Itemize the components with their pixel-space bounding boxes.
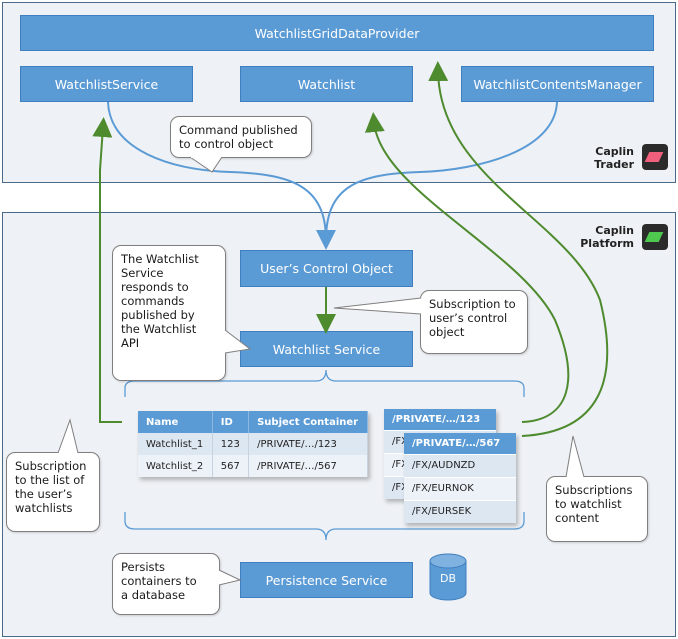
green-line-lists xyxy=(92,117,122,423)
table-row: Watchlist_1 123 /PRIVATE/…/123 xyxy=(138,433,368,455)
watchlist-label: Watchlist xyxy=(297,76,356,92)
container-back-header: /PRIVATE/…/123 xyxy=(384,409,496,430)
top-brace xyxy=(124,369,525,397)
col-id-header: ID xyxy=(212,411,250,433)
callout-text: Subscription to user’s control object xyxy=(429,297,516,339)
list-item: /FX/AUDNZD xyxy=(404,454,516,477)
callout-text: Subscriptions to watchlist content xyxy=(555,483,633,525)
users-control-object-box: User’s Control Object xyxy=(240,250,413,287)
green-line-content-2 xyxy=(428,61,609,437)
callout-text: Persists containers to a database xyxy=(121,560,197,602)
contents-manager-label: WatchlistContentsManager xyxy=(473,76,642,92)
cell: Watchlist_2 xyxy=(138,455,213,477)
callout-text: Command published to control object xyxy=(179,123,298,151)
cell: /PRIVATE/…/123 xyxy=(248,433,368,455)
green-line-content-1 xyxy=(364,112,570,423)
table-row: Watchlist_2 567 /PRIVATE/…/567 xyxy=(138,455,368,477)
callout-watchlist-service-desc: The Watchlist Service responds to comman… xyxy=(112,245,226,381)
persistence-service-box: Persistence Service xyxy=(240,562,413,598)
persistence-service-label: Persistence Service xyxy=(265,572,388,588)
callout-text: Subscription to the list of the user’s w… xyxy=(15,459,87,515)
caplin-trader-label: Caplin Trader xyxy=(594,145,634,171)
callout-command-published: Command published to control object xyxy=(170,116,312,158)
callout-subscription-lists: Subscription to the list of the user’s w… xyxy=(6,452,100,532)
service-label: WatchlistService xyxy=(54,76,159,92)
list-item: /FX/EURNOK xyxy=(404,477,516,500)
col-subject-header: Subject Container xyxy=(248,411,368,433)
database-label: DB xyxy=(439,572,457,585)
container-front-header: /PRIVATE/…/567 xyxy=(404,433,516,454)
blue-line-service xyxy=(107,101,336,250)
blue-line-contents xyxy=(325,101,558,241)
control-object-label: User’s Control Object xyxy=(260,261,393,276)
platform-watchlist-service-box: Watchlist Service xyxy=(240,331,413,367)
callout-subscriptions-content: Subscriptions to watchlist content xyxy=(546,476,648,542)
cell: Watchlist_1 xyxy=(138,433,213,455)
callout-subscription-control: Subscription to user’s control object xyxy=(420,290,528,354)
watchlist-grid-data-provider-box: WatchlistGridDataProvider xyxy=(20,15,654,51)
platform-watchlist-service-label: Watchlist Service xyxy=(272,341,381,357)
col-name-header: Name xyxy=(138,411,213,433)
caplin-platform-logo-icon xyxy=(642,224,668,250)
watchlists-table: Name ID Subject Container Watchlist_1 12… xyxy=(138,411,368,477)
watchlist-box: Watchlist xyxy=(240,66,413,102)
caplin-platform-label: Caplin Platform xyxy=(580,224,634,250)
table-header-row: Name ID Subject Container xyxy=(138,411,368,433)
provider-label: WatchlistGridDataProvider xyxy=(254,25,420,41)
container-front-list: /PRIVATE/…/567 /FX/AUDNZD /FX/EURNOK /FX… xyxy=(404,433,516,523)
cell: /PRIVATE/…/567 xyxy=(248,455,368,477)
callout-text: The Watchlist Service responds to comman… xyxy=(121,252,199,350)
list-item: /FX/EURSEK xyxy=(404,500,516,523)
bottom-brace xyxy=(124,512,525,541)
watchlist-service-box: WatchlistService xyxy=(20,66,193,102)
cell: 123 xyxy=(212,433,250,455)
watchlist-contents-manager-box: WatchlistContentsManager xyxy=(461,66,654,102)
cell: 567 xyxy=(212,455,250,477)
caplin-trader-logo-icon xyxy=(642,144,668,170)
database-icon xyxy=(429,553,467,601)
